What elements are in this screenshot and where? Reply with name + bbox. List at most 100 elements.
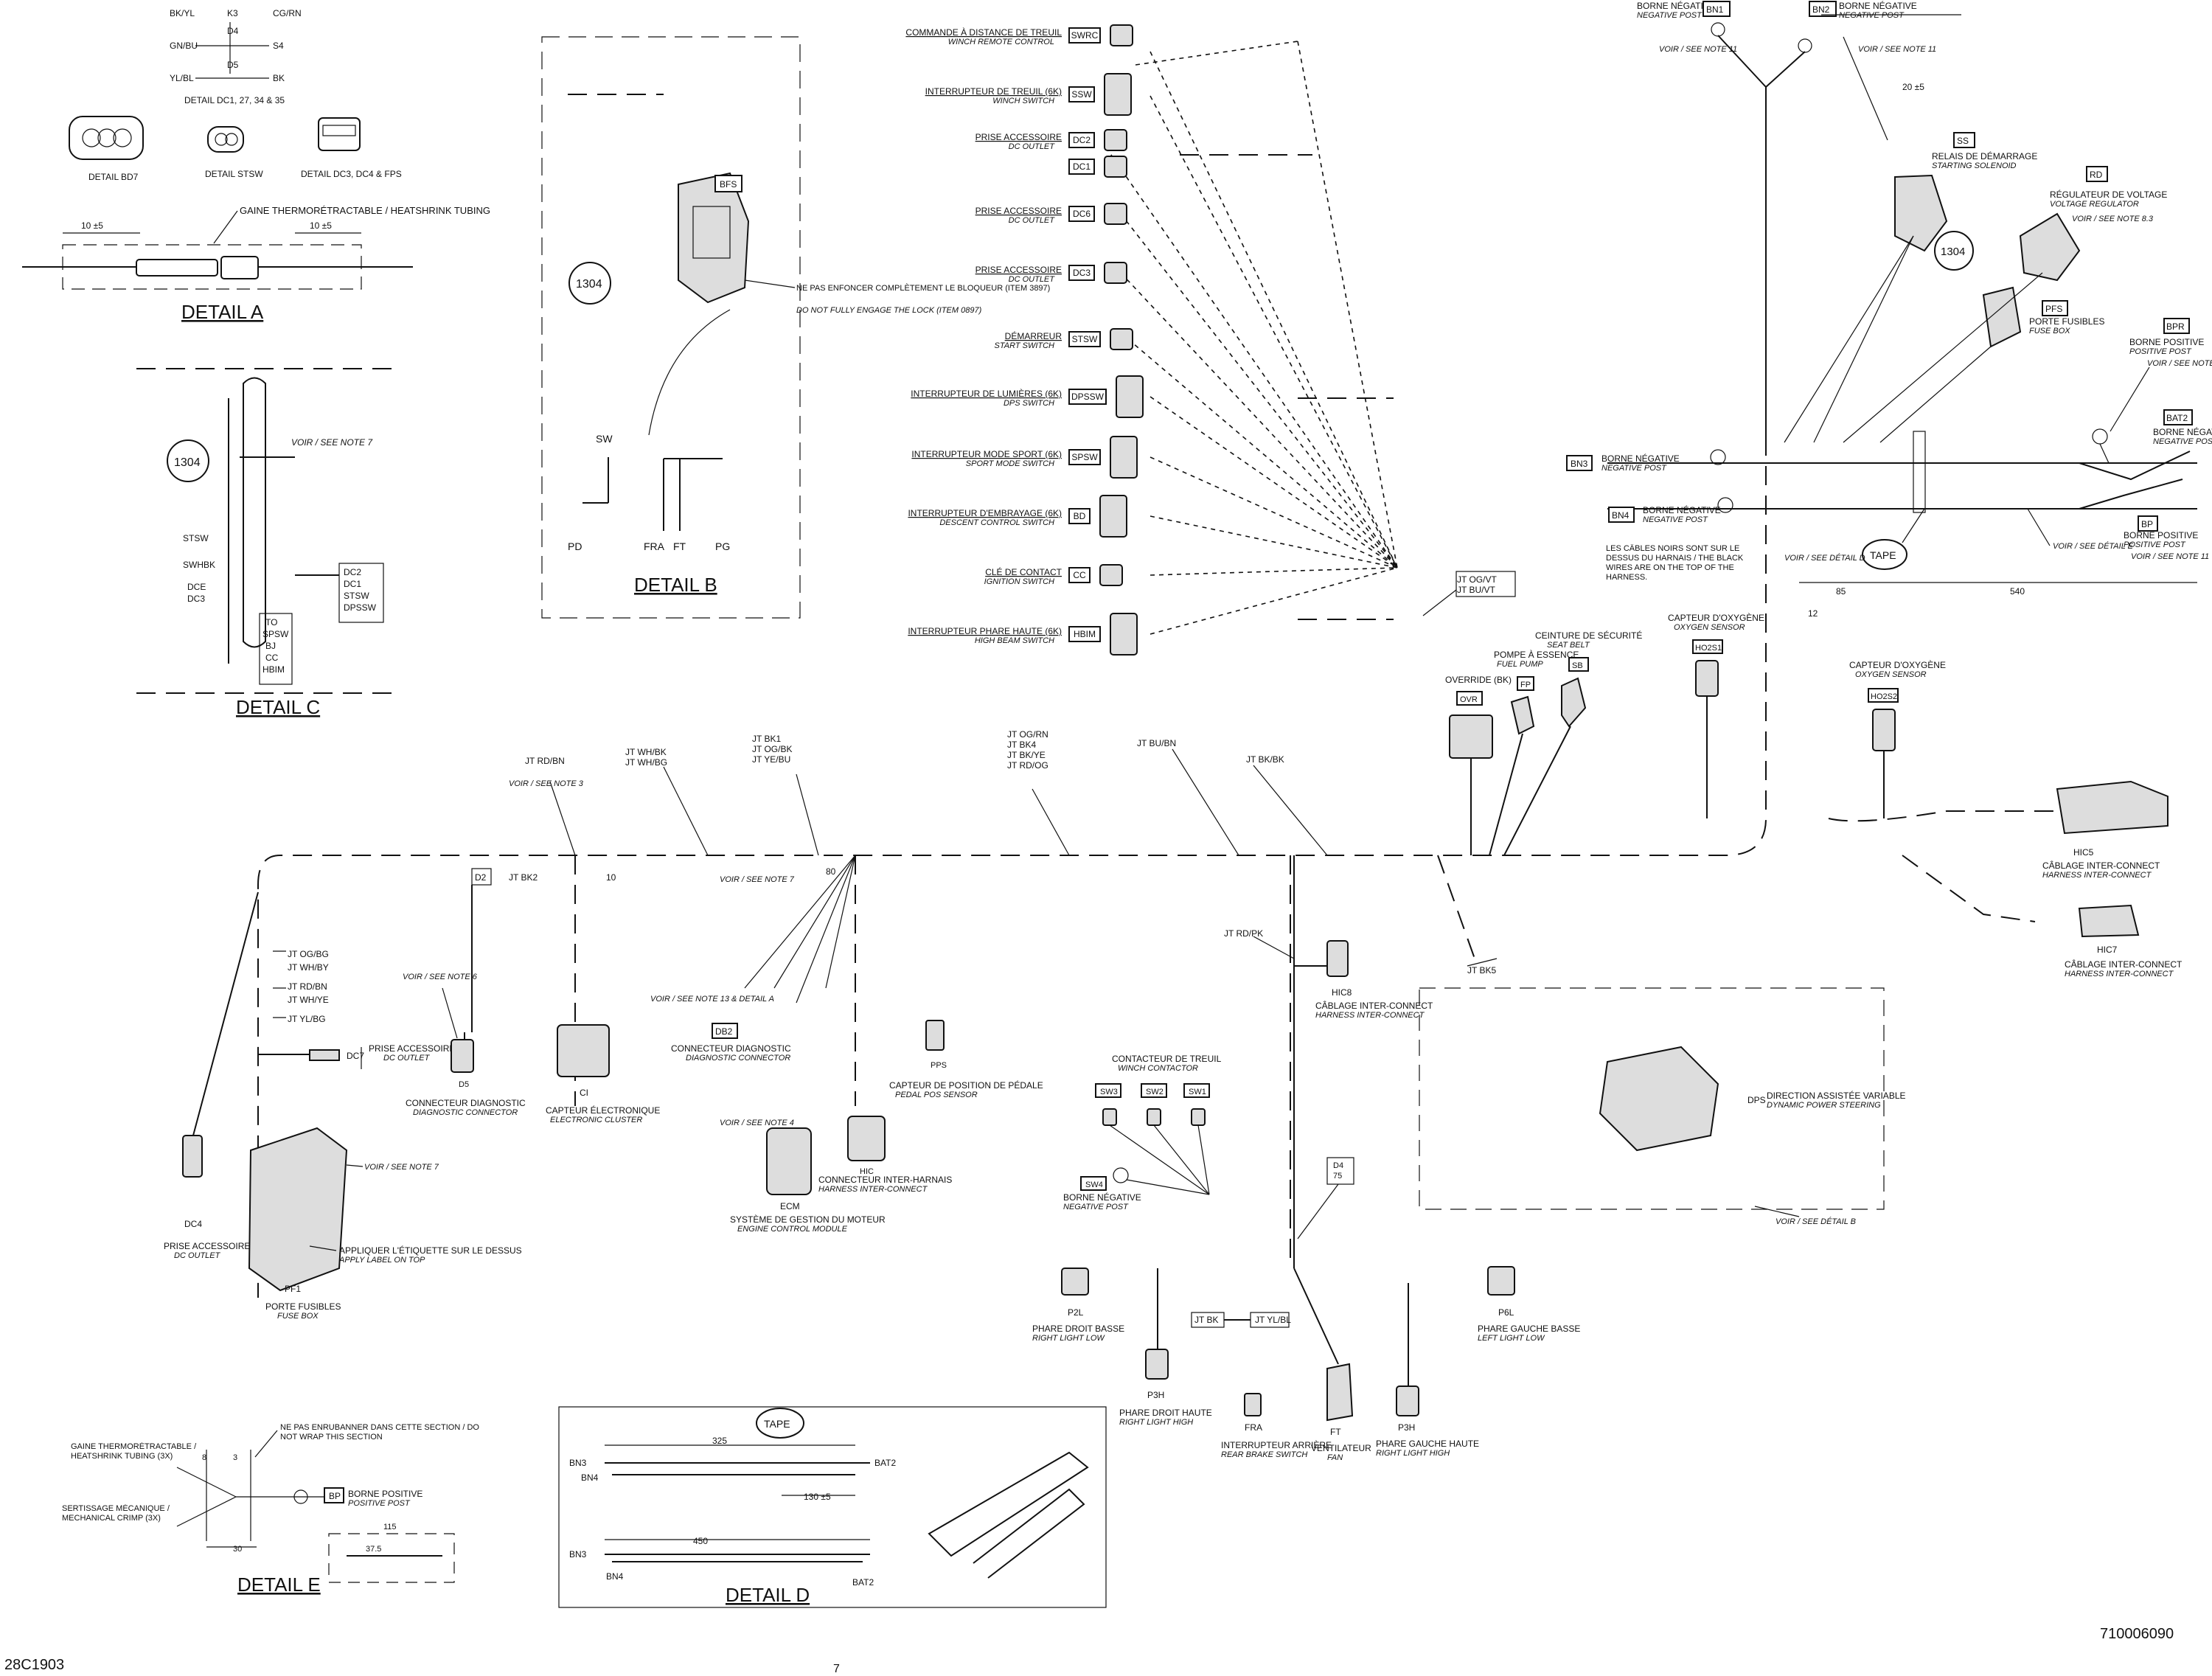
switch-tag-box	[1068, 626, 1101, 642]
ecm-fr: SYSTÈME DE GESTION DU MOTEUR	[730, 1214, 886, 1225]
switch-tag: DC2	[1073, 135, 1091, 145]
hic-tag: HIC	[860, 1167, 874, 1176]
sw4-tag: SW4	[1085, 1180, 1103, 1189]
detail-a-title: DETAIL A	[181, 301, 264, 323]
callout-1304	[1934, 231, 1974, 271]
dim: 130 ±5	[804, 1492, 831, 1502]
bp-tag: BP	[329, 1491, 341, 1501]
bpr-fr: BORNE POSITIVE	[2129, 337, 2204, 347]
note-e: VOIR / SEE DÉTAIL E	[2053, 541, 2134, 551]
dim10: 10	[606, 872, 616, 883]
switch-tag-box	[1068, 206, 1095, 222]
power-steering-motor	[1599, 1046, 1719, 1152]
winch-tag: SW3	[1100, 1088, 1118, 1096]
dim: 3	[233, 1453, 237, 1462]
pps-fr: CAPTEUR DE POSITION DE PÉDALE	[889, 1079, 1043, 1091]
bn3-label: BN3	[569, 1549, 587, 1559]
group-label: SPSW	[262, 629, 289, 639]
seat-tag: SB	[1572, 661, 1583, 670]
switch-tag: BD	[1074, 511, 1086, 521]
group-label: DC1	[344, 579, 361, 589]
d2-tag: D2	[475, 872, 487, 883]
dim: 20 ±5	[1902, 82, 1924, 92]
tape-label: TAPE	[764, 1418, 790, 1430]
ci-tag: CI	[580, 1088, 588, 1098]
ci-en: ELECTRONIC CLUSTER	[550, 1116, 642, 1124]
dim: 325	[712, 1436, 727, 1446]
switch-label-en: START SWITCH	[995, 341, 1055, 350]
bpr-en: POSITIVE POST	[2129, 347, 2192, 356]
note: VOIR / SEE NOTE 11	[1858, 45, 1936, 54]
light-right-low	[1061, 1268, 1089, 1296]
pfs-tag: PFS	[2045, 304, 2062, 314]
tape-callout	[1862, 539, 1907, 570]
switch-label-fr: CLÉ DE CONTACT	[985, 566, 1062, 577]
switch-label-fr: INTERRUPTEUR PHARE HAUTE (6K)	[908, 626, 1062, 636]
switch-label-en: DC OUTLET	[1009, 216, 1056, 225]
override-tag: OVR	[1460, 695, 1478, 704]
starting-solenoid	[1894, 174, 1948, 252]
switch-label-en: DC OUTLET	[1009, 142, 1056, 151]
fan-en: FAN	[1327, 1453, 1343, 1462]
label-note-fr: APPLIQUER L'ÉTIQUETTE SUR LE DESSUS	[339, 1245, 522, 1256]
o2-2-fr: CAPTEUR D'OXYGÈNE	[1849, 659, 1946, 670]
fra-tag: FRA	[1245, 1422, 1262, 1433]
bp-note: VOIR / SEE NOTE 11	[2131, 552, 2209, 561]
o2-1-en: OXYGEN SENSOR	[1674, 623, 1745, 632]
detail-d: TAPE 325 BN3 BN4 BAT2 130 ±5 450 BN3 BN4…	[558, 1406, 1107, 1608]
oxygen-sensor-1	[1695, 660, 1719, 697]
o2-1-tag: HO2S1	[1695, 644, 1722, 653]
detail-label: DETAIL DC3, DC4 & FPS	[301, 169, 402, 179]
switch-tag-box	[1068, 27, 1101, 44]
winch-en: WINCH CONTACTOR	[1118, 1064, 1198, 1073]
diag2-fr: CONNECTEUR DIAGNOSTIC	[671, 1043, 791, 1054]
bn4-tag: BN4	[1612, 510, 1630, 521]
dc-outlet-dc4	[182, 1135, 203, 1178]
ecm-en: ENGINE CONTROL MODULE	[737, 1225, 848, 1234]
wrap-note: NE PAS ENRUBANNER DANS CETTE SECTION / D…	[280, 1423, 479, 1442]
switch-label-en: DESCENT CONTROL SWITCH	[939, 518, 1054, 527]
note7b: VOIR / SEE NOTE 7	[720, 875, 795, 884]
bn1-tag: BN1	[1706, 4, 1724, 15]
harness-interconnects: HIC5 CÂBLAGE INTER-CONNECT HARNESS INTER…	[1224, 780, 2183, 1226]
switch-label-fr: INTERRUPTEUR DE LUMIÈRES (6K)	[911, 388, 1062, 399]
switch-label-en: SPORT MODE SWITCH	[966, 459, 1054, 468]
group-label: CC	[265, 653, 279, 663]
bn2-tag: BN2	[1812, 4, 1830, 15]
light-left-high	[1396, 1385, 1419, 1416]
wire-jt: JT RD/BN	[288, 981, 327, 992]
ecm-tag: ECM	[780, 1201, 800, 1211]
bn2-fr: BORNE NÉGATIVE	[1839, 0, 1917, 11]
p6l-tag: P6L	[1498, 1307, 1514, 1318]
wire-label: BK/YL	[170, 8, 195, 18]
hic5-connector	[2056, 780, 2168, 835]
bn4-label: BN4	[581, 1472, 599, 1483]
dim: 30	[233, 1545, 242, 1554]
switch-label-en: WINCH REMOTE CONTROL	[948, 38, 1054, 46]
bat2-en: NEGATIVE POST	[2153, 437, 2212, 446]
switch-item: INTERRUPTEUR PHARE HAUTE (6K)HIGH BEAM S…	[908, 613, 1138, 656]
hic-en: HARNESS INTER-CONNECT	[818, 1185, 928, 1194]
note-ecm: VOIR / SEE NOTE 4	[720, 1119, 794, 1127]
winch-tag: SW1	[1189, 1088, 1206, 1096]
bp-en: POSITIVE POST	[2124, 540, 2186, 549]
fuel-pump	[1510, 695, 1535, 735]
group-label: DPSSW	[344, 602, 377, 613]
bn1-fr: BORNE NÉGATIVE	[1637, 0, 1715, 11]
wire-label: D5	[227, 60, 239, 70]
switch-tag-box	[1068, 389, 1107, 405]
switch-label-fr: INTERRUPTEUR MODE SPORT (6K)	[911, 449, 1062, 459]
dim80: 80	[826, 866, 836, 877]
switch-item: DC1	[1068, 156, 1127, 178]
hic7-connector	[2078, 904, 2140, 938]
note-db2: VOIR / SEE NOTE 13 & DETAIL A	[650, 995, 774, 1004]
bfs-tag: BFS	[720, 179, 737, 189]
jt-bu: JT BU/BN	[1137, 738, 1176, 748]
reg-tag: RD	[2090, 170, 2103, 180]
pump-fr: POMPE À ESSENCE	[1494, 649, 1579, 660]
